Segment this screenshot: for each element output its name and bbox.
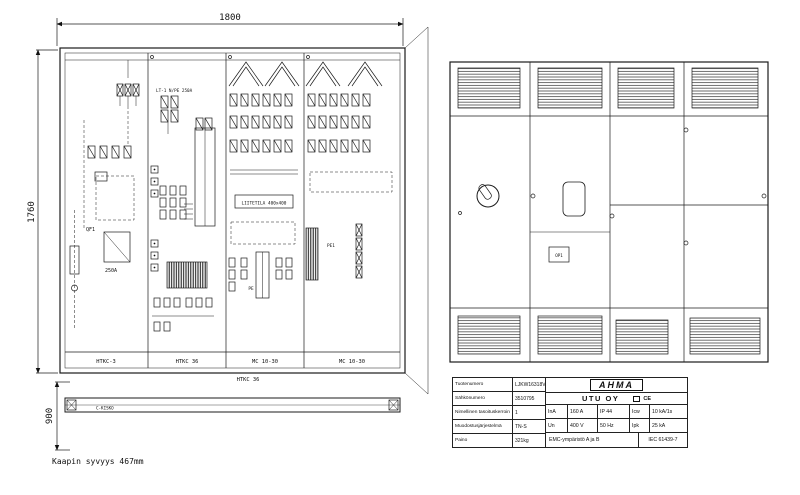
section-mc-10-30-a: LIITETILA 400x400 PE [228,61,300,299]
cabinet-layout-view: QF1 250A LT-1 N/PE 250A [59,26,429,395]
ratings-grid: InA 160 A IP 44 Icw 10 kA/1s Un 400 V 50… [546,405,687,433]
cabinet-front-view: OP1 [449,61,769,363]
door-handle [476,184,500,208]
section-labels: HTKC-3 HTKC 36 MC 10-30 MC 10-30 HTKC 36 [96,359,365,383]
dimension-height-1760: 1760 [27,49,58,374]
row-value: LJKW16318V8 [515,381,545,388]
row-value: TN-S [515,423,527,430]
inspection-window [562,181,586,217]
brand-row: AHMA [546,378,687,393]
row-label: Nimellinen tasoituskerroin [453,406,513,419]
certification-marks: CE [633,395,651,402]
section-label-2: HTKC 36 [176,359,199,365]
row-label: Sähkönumero [453,392,513,405]
section-htkc-3: QF1 250A [69,60,140,330]
nameplate-footer: EMC-ympäristö A ja B IEC 61439-7 [546,433,687,447]
control-unit-op1: OP1 [548,246,570,263]
plinth-bar: C-KISKO [64,397,401,413]
pe-label: PE [248,286,254,292]
pe1-rail [305,227,319,281]
ce-mark: CE [643,395,651,402]
vent-grille-bottom-2 [537,315,603,355]
breaker-rating-label: 250A [105,268,117,274]
table-row: Tuotenumero LJKW16318V8 [453,378,545,392]
latch-icon [530,193,536,199]
nameplate: Tuotenumero LJKW16318V8 Sähkönumero 3510… [452,377,688,448]
door-screw [458,211,462,215]
vent-grille-top-1 [457,67,521,109]
dimension-width-1800: 1800 [56,13,404,46]
vent-grille-top-2 [537,67,603,109]
row-value: 1 [515,409,518,416]
row-label: Muodostusjärjestelmä [453,420,513,433]
vent-grille-top-4 [691,67,759,109]
spec-cell: 10 kA/1s [652,408,673,415]
latch-icon [683,240,689,246]
latch-icon [609,213,615,219]
dim-height-label: 1760 [27,201,37,223]
dim-width-label: 1800 [219,13,241,23]
nameplate-info-table: Tuotenumero LJKW16318V8 Sähkönumero 3510… [453,378,546,447]
row-value: 321kg [515,437,529,444]
spec-cell: InA [546,405,568,418]
company-name: UTU OY [582,394,620,403]
section-htkc-36: LT-1 N/PE 250A [150,88,216,332]
main-breaker-250a [103,231,131,263]
vent-grille-bottom-1 [457,315,521,355]
liitetila-box [234,194,294,209]
nameplate-ratings-block: AHMA UTU OY CE InA 160 A IP 44 Icw 10 kA… [546,378,687,447]
depth-note: Kaapin syvyys 467mm [52,457,144,466]
brand-logo: AHMA [590,379,643,391]
pe1-label: PE1 [327,243,335,249]
section-label-3: MC 10-30 [252,359,278,365]
c-rail-label: C-KISKO [96,406,114,411]
spec-cell: IP 44 [598,405,630,418]
vent-grille-bottom-3 [615,319,669,355]
row-label: Paino [453,434,513,447]
spec-cell: Ipk [630,419,650,432]
table-row: Paino 321kg [453,434,545,447]
contactor-block [166,261,208,289]
dimension-base-900: 900 [45,381,70,451]
standard-reference: IEC 61439-7 [648,437,678,443]
spec-cell: Un [546,419,568,432]
latch-icon [683,127,689,133]
op1-label: OP1 [555,253,563,258]
approval-glyph-icon [633,395,641,402]
spec-cell: 25 kA [652,422,666,429]
section-label-1: HTKC-3 [96,359,115,365]
section-label-4: MC 10-30 [339,359,365,365]
row-label: Tuotenumero [453,378,513,391]
qf1-label: QF1 [86,227,95,233]
ratings-row: Un 400 V 50 Hz Ipk 25 kA [546,419,687,433]
table-row: Muodostusjärjestelmä TN-S [453,420,545,434]
spec-cell: Icw [630,405,650,418]
table-row: Sähkönumero 3510795 [453,392,545,406]
ratings-row: InA 160 A IP 44 Icw 10 kA/1s [546,405,687,419]
dim-base-label: 900 [45,408,55,424]
company-row: UTU OY CE [546,393,687,405]
spec-cell: 160 A [568,405,598,418]
section-mc-10-30-b: PE1 [305,61,393,281]
emc-environment: EMC-ympäristö A ja B [546,433,639,447]
spec-cell: 50 Hz [598,419,630,432]
row-value: 3510795 [515,395,535,402]
table-row: Nimellinen tasoituskerroin 1 [453,406,545,420]
liitetila-label: LIITETILA 400x400 [242,201,287,207]
vent-grille-top-3 [617,67,675,109]
spec-cell: 400 V [568,419,598,432]
lt1-label: LT-1 N/PE 250A [156,88,193,94]
latch-icon [761,193,767,199]
frame-caption: HTKC 36 [237,377,260,383]
vent-grille-bottom-4 [689,317,761,355]
